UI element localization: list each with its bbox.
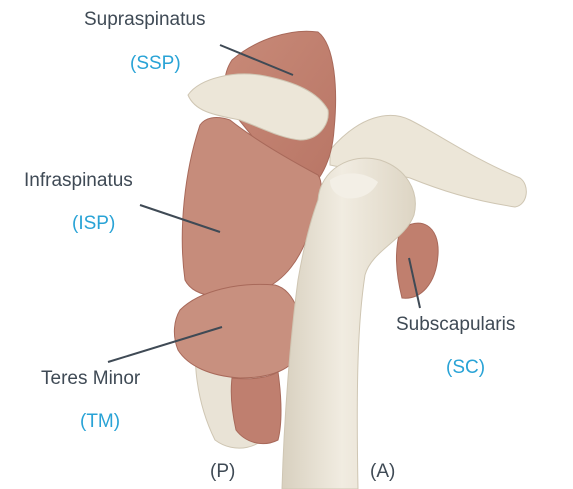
teres-minor-muscle — [174, 284, 301, 378]
supraspinatus-abbreviation: (SSP) — [130, 53, 181, 75]
supraspinatus-label: Supraspinatus — [84, 9, 205, 31]
posterior-label: (P) — [210, 461, 235, 483]
subscapularis-muscle — [396, 223, 438, 298]
subscapularis-label: Subscapularis — [396, 314, 515, 336]
infraspinatus-abbreviation: (ISP) — [72, 213, 115, 235]
subscapularis-abbreviation: (SC) — [446, 357, 485, 379]
teres-minor-lower — [231, 372, 281, 444]
teres-minor-label: Teres Minor — [41, 368, 140, 390]
anterior-label: (A) — [370, 461, 395, 483]
infraspinatus-label: Infraspinatus — [24, 170, 133, 192]
teres-minor-abbreviation: (TM) — [80, 411, 120, 433]
